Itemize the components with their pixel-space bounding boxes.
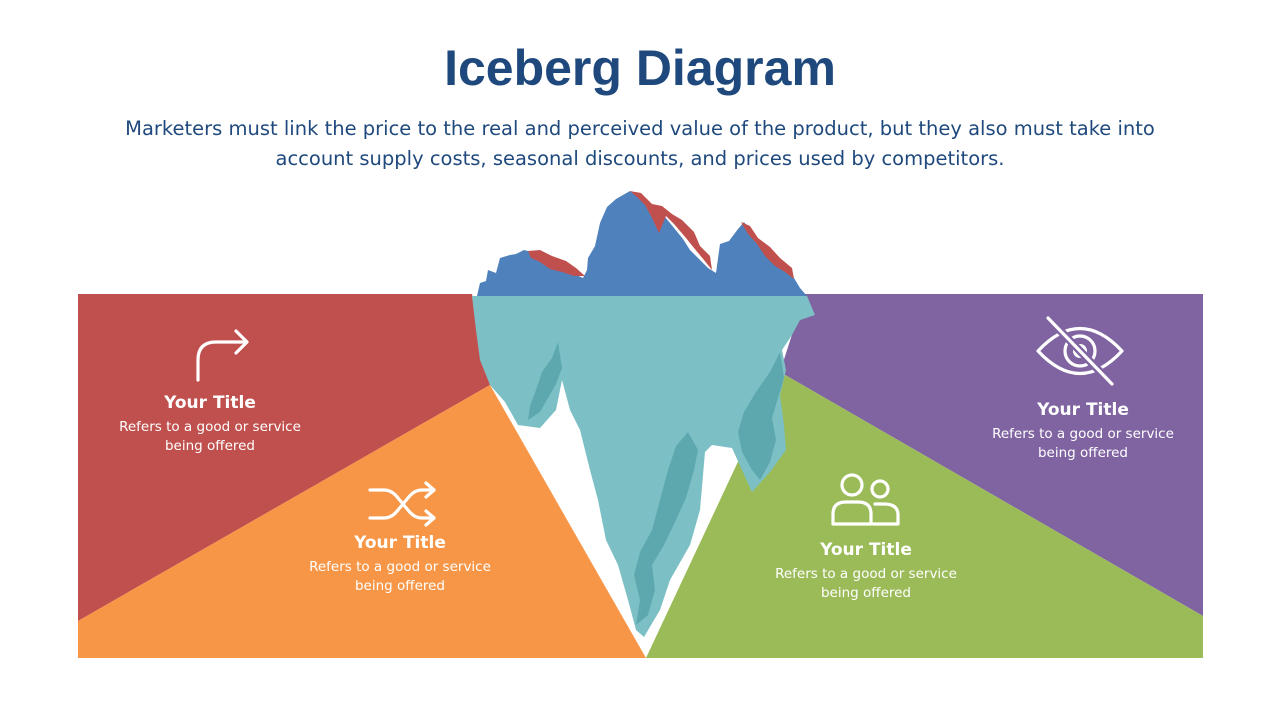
purple-panel-text: Your Title Refers to a good or service b… bbox=[973, 399, 1193, 463]
green-panel-text: Your Title Refers to a good or service b… bbox=[756, 539, 976, 603]
iceberg-underwater bbox=[472, 296, 815, 637]
panel-title: Your Title bbox=[1037, 400, 1129, 420]
panel-title: Your Title bbox=[164, 393, 256, 413]
panel-title: Your Title bbox=[354, 533, 446, 553]
iceberg-shade-right bbox=[738, 352, 784, 480]
shuffle-icon bbox=[368, 481, 436, 527]
panel-description: Refers to a good or service being offere… bbox=[992, 426, 1174, 461]
panel-title: Your Title bbox=[820, 540, 912, 560]
red-panel-text: Your Title Refers to a good or service b… bbox=[100, 392, 320, 456]
eye-slash-icon bbox=[1036, 315, 1124, 387]
iceberg-shade-center bbox=[634, 432, 698, 625]
turn-right-arrow-icon bbox=[196, 329, 249, 382]
orange-panel-text: Your Title Refers to a good or service b… bbox=[290, 532, 510, 596]
iceberg-shade-left bbox=[528, 342, 562, 420]
iceberg-tip-accent-right bbox=[741, 222, 794, 279]
page-subtitle: Marketers must link the price to the rea… bbox=[125, 117, 1155, 170]
users-icon bbox=[831, 473, 900, 526]
panel-description: Refers to a good or service being offere… bbox=[309, 559, 491, 594]
page-title: Iceberg Diagram bbox=[444, 40, 836, 96]
panel-description: Refers to a good or service being offere… bbox=[119, 419, 301, 454]
panel-description: Refers to a good or service being offere… bbox=[775, 566, 957, 601]
orange-panel bbox=[78, 385, 646, 658]
red-panel bbox=[78, 294, 490, 621]
iceberg-tip-accent-center bbox=[630, 191, 712, 270]
iceberg-tip-accent-left bbox=[528, 250, 585, 276]
